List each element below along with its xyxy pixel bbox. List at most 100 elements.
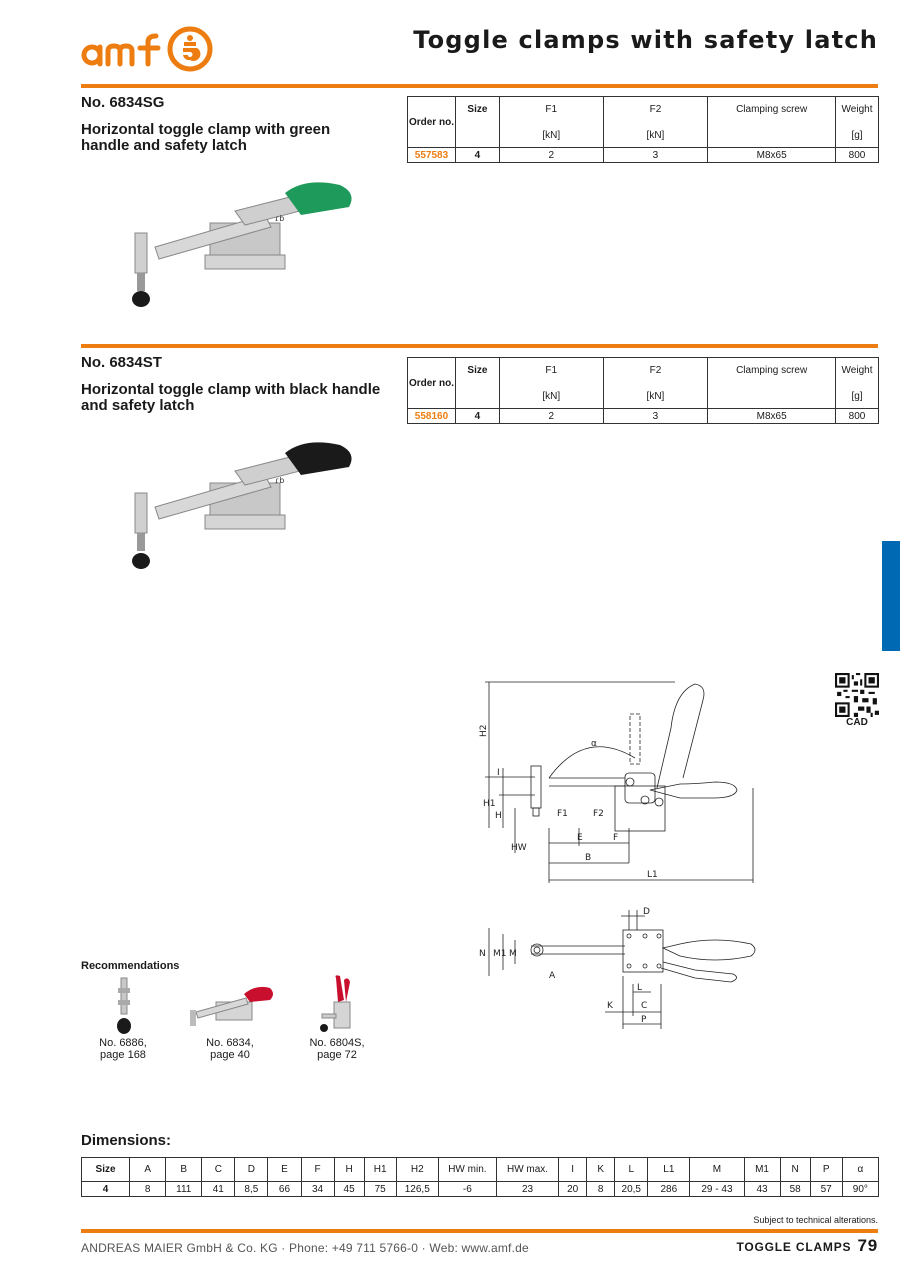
order-number[interactable]: 558160 bbox=[407, 408, 456, 424]
top-view-drawing: D N M1 M A L K C P bbox=[479, 907, 756, 1029]
dimension-value: 43 bbox=[743, 1181, 781, 1197]
company-info: ANDREAS MAIER GmbH & Co. KG · Phone: +49… bbox=[81, 1241, 529, 1255]
dimension-header: B bbox=[165, 1157, 203, 1182]
dimension-header: K bbox=[586, 1157, 616, 1182]
col-order: Order no. bbox=[407, 357, 456, 409]
product-spec-table: Order no. Size F1[kN] F2[kN] Clamping sc… bbox=[407, 357, 879, 424]
dimension-value: 75 bbox=[363, 1181, 397, 1197]
dimension-header: M bbox=[689, 1157, 745, 1182]
dim-label: A bbox=[549, 971, 556, 981]
dim-label: C bbox=[641, 1001, 647, 1011]
dim-label: I bbox=[497, 768, 500, 778]
dim-label: K bbox=[607, 1001, 614, 1011]
col-f1: F1[kN] bbox=[498, 96, 604, 148]
dimension-value: 126,5 bbox=[395, 1181, 439, 1197]
page-title: Toggle clamps with safety latch bbox=[413, 26, 878, 54]
dim-label: E bbox=[577, 833, 583, 843]
page-number: 79 bbox=[857, 1236, 878, 1255]
dim-label: N bbox=[479, 949, 486, 959]
chapter-tab[interactable] bbox=[882, 541, 900, 651]
dimension-value: 8 bbox=[586, 1181, 616, 1197]
dimension-value: 45 bbox=[333, 1181, 365, 1197]
dimension-header: A bbox=[129, 1157, 167, 1182]
product-photo: ɾb bbox=[132, 442, 352, 569]
dimension-header: H2 bbox=[395, 1157, 439, 1182]
col-weight: Weight[g] bbox=[835, 96, 879, 148]
product-description: Horizontal toggle clamp with black handl… bbox=[81, 381, 381, 414]
dim-label: P bbox=[641, 1015, 647, 1025]
dimension-value: 66 bbox=[267, 1181, 302, 1197]
order-number[interactable]: 557583 bbox=[407, 147, 456, 163]
dimension-value: 4 bbox=[80, 1181, 131, 1197]
recommendation-item[interactable]: No. 6834,page 40 bbox=[206, 1037, 254, 1061]
dimension-header: N bbox=[779, 1157, 811, 1182]
dimension-header: L1 bbox=[647, 1157, 691, 1182]
dimension-value: 41 bbox=[201, 1181, 236, 1197]
col-size: Size bbox=[454, 357, 500, 409]
dim-label: M1 bbox=[493, 949, 507, 959]
dimension-header: F bbox=[300, 1157, 335, 1182]
table-row: 558160 4 2 3 M8x65 800 bbox=[407, 408, 879, 424]
col-weight: Weight[g] bbox=[835, 357, 879, 409]
recommendations-title: Recommendations bbox=[81, 960, 180, 972]
dim-label: M bbox=[509, 949, 517, 959]
dim-label: F bbox=[613, 833, 618, 843]
recommendation-image[interactable] bbox=[186, 980, 276, 1030]
dimension-header: HW max. bbox=[495, 1157, 560, 1182]
dimension-header: HW min. bbox=[437, 1157, 497, 1182]
dim-label: B bbox=[585, 853, 591, 863]
dimension-header: Size bbox=[80, 1157, 131, 1182]
dim-label: HW bbox=[511, 843, 527, 853]
col-f2: F2[kN] bbox=[602, 357, 709, 409]
handle-grip bbox=[285, 182, 352, 215]
product-number: No. 6834ST bbox=[81, 354, 162, 371]
dim-label: F1 bbox=[557, 809, 568, 819]
dimension-value: 29 - 43 bbox=[689, 1181, 745, 1197]
page-footer: TOGGLE CLAMPS 79 bbox=[736, 1236, 878, 1256]
dimension-value: 286 bbox=[647, 1181, 691, 1197]
col-f2: F2[kN] bbox=[602, 96, 709, 148]
dimension-value: 8,5 bbox=[234, 1181, 269, 1197]
col-f1: F1[kN] bbox=[498, 357, 604, 409]
dimension-header: L bbox=[614, 1157, 649, 1182]
dim-label: α bbox=[591, 739, 597, 749]
col-screw: Clamping screw bbox=[707, 357, 837, 409]
dimension-header: E bbox=[267, 1157, 302, 1182]
dimension-value: 34 bbox=[300, 1181, 335, 1197]
dimension-header: I bbox=[558, 1157, 588, 1182]
col-screw: Clamping screw bbox=[707, 96, 837, 148]
recommendation-item[interactable]: No. 6804S,page 72 bbox=[309, 1037, 365, 1061]
svg-text:ɾb: ɾb bbox=[275, 476, 284, 485]
svg-text:ɾb: ɾb bbox=[275, 214, 284, 223]
amf-logo bbox=[81, 26, 213, 72]
section-divider bbox=[81, 344, 878, 348]
side-view-drawing: H2 H1 I H HW α F1 F2 E F B L1 bbox=[479, 681, 754, 883]
dimension-value: 90° bbox=[841, 1181, 880, 1197]
dimension-value: 23 bbox=[495, 1181, 560, 1197]
product-spec-table: Order no. Size F1[kN] F2[kN] Clamping sc… bbox=[407, 96, 879, 163]
product-description: Horizontal toggle clamp with green handl… bbox=[81, 121, 331, 154]
dimension-header: P bbox=[809, 1157, 843, 1182]
dimension-value: -6 bbox=[437, 1181, 497, 1197]
recommendation-image[interactable] bbox=[318, 974, 358, 1036]
dimension-header: M1 bbox=[743, 1157, 781, 1182]
dim-label: L1 bbox=[647, 870, 658, 880]
header-divider bbox=[81, 84, 878, 88]
cad-label: CAD bbox=[846, 717, 868, 728]
dim-label: H bbox=[495, 811, 502, 821]
dimension-value: 58 bbox=[779, 1181, 811, 1197]
product-number: No. 6834SG bbox=[81, 94, 165, 111]
cad-qr-code[interactable] bbox=[835, 673, 879, 717]
table-row: 557583 4 2 3 M8x65 800 bbox=[407, 147, 879, 163]
dim-label: D bbox=[643, 907, 650, 917]
dimension-value: 8 bbox=[129, 1181, 167, 1197]
recommendation-item[interactable]: No. 6886,page 168 bbox=[99, 1037, 147, 1061]
footer-divider bbox=[81, 1229, 878, 1233]
dim-label: F2 bbox=[593, 809, 604, 819]
col-size: Size bbox=[454, 96, 500, 148]
recommendation-image[interactable] bbox=[112, 976, 136, 1036]
dimension-header: α bbox=[841, 1157, 880, 1182]
dimension-header: C bbox=[201, 1157, 236, 1182]
section-name: TOGGLE CLAMPS bbox=[736, 1240, 852, 1254]
